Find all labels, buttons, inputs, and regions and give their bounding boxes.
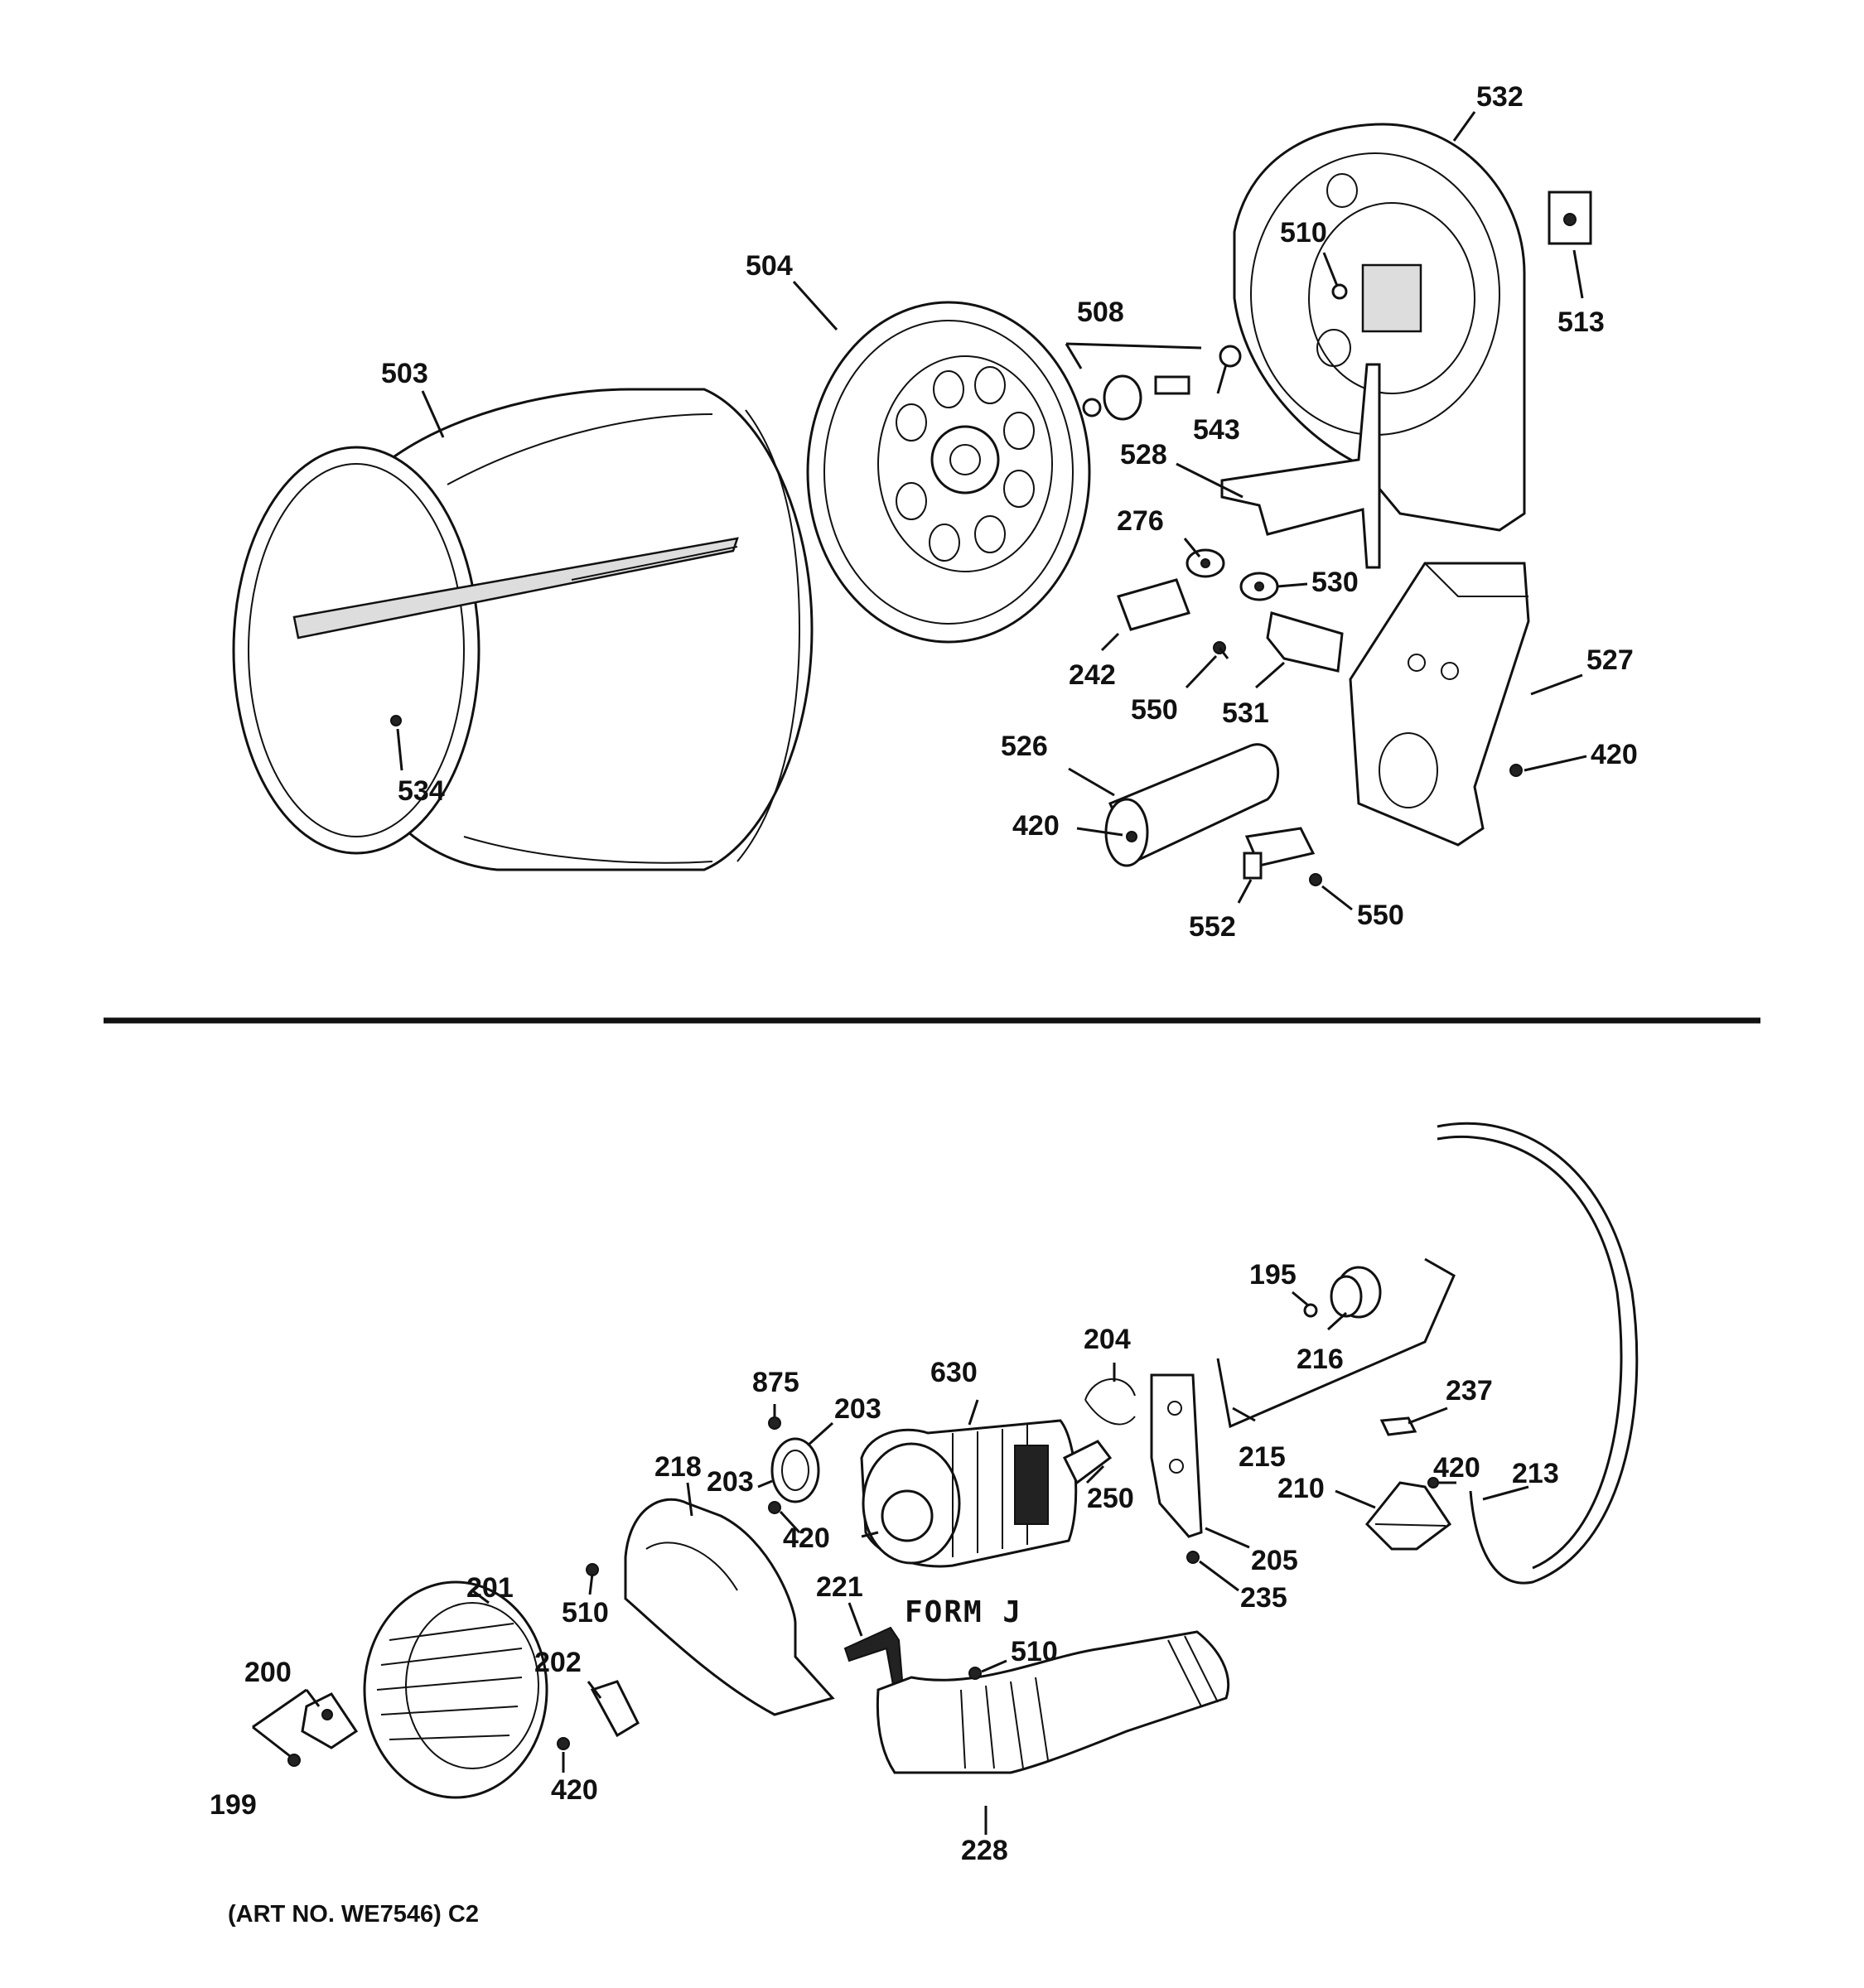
label-420-upper-right: 420	[1591, 739, 1638, 770]
upper-labels: 503 504 508 532 510 513 543 528 276 530 …	[381, 81, 1638, 943]
heater-housing-part	[1349, 562, 1530, 847]
bracket-531-part	[1266, 611, 1344, 673]
lower-labels: 195 216 204 630 875 203 203 218 420 250 …	[210, 1259, 1559, 1866]
label-420-motor: 420	[783, 1522, 830, 1554]
label-552: 552	[1189, 911, 1236, 943]
label-526: 526	[1001, 731, 1048, 762]
bracket-200-part	[301, 1692, 359, 1749]
idler-pulley-part	[1330, 1266, 1382, 1319]
label-510-upper: 510	[1280, 217, 1327, 248]
label-195: 195	[1249, 1259, 1297, 1291]
label-420-clamp: 420	[551, 1774, 598, 1806]
form-label: FORM J	[905, 1595, 1022, 1629]
label-528: 528	[1120, 439, 1167, 470]
screw-550-lower-part	[1309, 873, 1322, 886]
label-503: 503	[381, 358, 428, 389]
motor-mount-bracket-part	[1150, 1373, 1203, 1538]
label-420-bracket: 420	[1433, 1452, 1480, 1484]
label-543: 543	[1193, 414, 1240, 446]
drive-motor-part	[860, 1419, 1113, 1568]
thermostat-276-part	[1186, 548, 1225, 578]
bearing-kit-part	[1082, 345, 1242, 421]
label-276: 276	[1117, 505, 1164, 537]
label-218: 218	[654, 1451, 702, 1483]
drum-rear-head-part	[806, 301, 1091, 644]
screw-510-duct-part	[968, 1667, 982, 1680]
art-number: (ART NO. WE7546) C2	[228, 1901, 479, 1928]
label-201: 201	[466, 1572, 514, 1604]
sensor-552-part	[1243, 827, 1316, 880]
label-200: 200	[244, 1657, 292, 1688]
label-228: 228	[961, 1835, 1008, 1866]
exhaust-duct-part	[876, 1630, 1230, 1774]
label-420-upper-left: 420	[1012, 810, 1060, 842]
label-237: 237	[1446, 1375, 1493, 1407]
bracket-plate-part	[1548, 191, 1592, 245]
label-504: 504	[746, 250, 793, 282]
rear-bulkhead-part	[1233, 123, 1526, 532]
label-550-lower: 550	[1357, 900, 1404, 931]
label-203-left: 203	[707, 1466, 754, 1498]
switch-237-part	[1379, 1416, 1417, 1436]
label-508: 508	[1077, 297, 1124, 328]
upper-leader-lines	[396, 111, 1587, 911]
label-242: 242	[1069, 659, 1116, 691]
label-213: 213	[1512, 1458, 1559, 1489]
blower-wheel-part	[363, 1580, 548, 1799]
label-card-part	[1117, 578, 1190, 631]
lower-leader-lines	[252, 1291, 1529, 1835]
screw-510-blower-part	[586, 1563, 599, 1576]
label-216: 216	[1297, 1344, 1344, 1375]
idler-arm-part	[1216, 1257, 1456, 1429]
screw-420-202-part	[557, 1737, 570, 1750]
label-550-upper: 550	[1131, 694, 1178, 726]
label-199: 199	[210, 1789, 257, 1821]
label-630: 630	[930, 1357, 978, 1388]
label-531: 531	[1222, 697, 1269, 729]
clamp-202-part	[590, 1680, 640, 1738]
motor-clip-204-part	[1084, 1378, 1136, 1426]
label-510-duct: 510	[1011, 1636, 1058, 1667]
label-205: 205	[1251, 1545, 1298, 1576]
heating-element-part	[1104, 743, 1280, 867]
label-204: 204	[1084, 1324, 1131, 1355]
label-203-right: 203	[834, 1393, 881, 1425]
label-202: 202	[534, 1647, 582, 1678]
label-534: 534	[398, 775, 445, 807]
screw-420-right-part	[1509, 764, 1523, 777]
screw-420-motor-part	[768, 1501, 781, 1514]
support-bracket-part	[1220, 363, 1381, 569]
label-875: 875	[752, 1367, 799, 1398]
blower-housing-part	[624, 1498, 835, 1716]
label-235: 235	[1240, 1582, 1287, 1614]
screw-199-part	[287, 1754, 301, 1767]
drum-part	[232, 388, 814, 871]
thermostat-530-part	[1239, 572, 1279, 601]
screw-235-part	[1186, 1551, 1200, 1564]
label-215: 215	[1239, 1441, 1286, 1473]
label-510-blower: 510	[562, 1597, 609, 1629]
label-532: 532	[1476, 81, 1524, 113]
label-513: 513	[1557, 306, 1605, 338]
idler-bracket-part	[1364, 1481, 1452, 1551]
washer-195-part	[1303, 1303, 1318, 1318]
screw-875-part	[768, 1416, 781, 1430]
label-530: 530	[1311, 567, 1359, 598]
motor-bracket-203-part	[770, 1437, 820, 1503]
label-250: 250	[1087, 1483, 1134, 1514]
label-210: 210	[1277, 1473, 1325, 1504]
label-527: 527	[1586, 644, 1634, 676]
drive-belt-part	[1437, 1122, 1639, 1585]
label-221: 221	[816, 1571, 863, 1603]
screw-550-part	[1213, 641, 1229, 659]
